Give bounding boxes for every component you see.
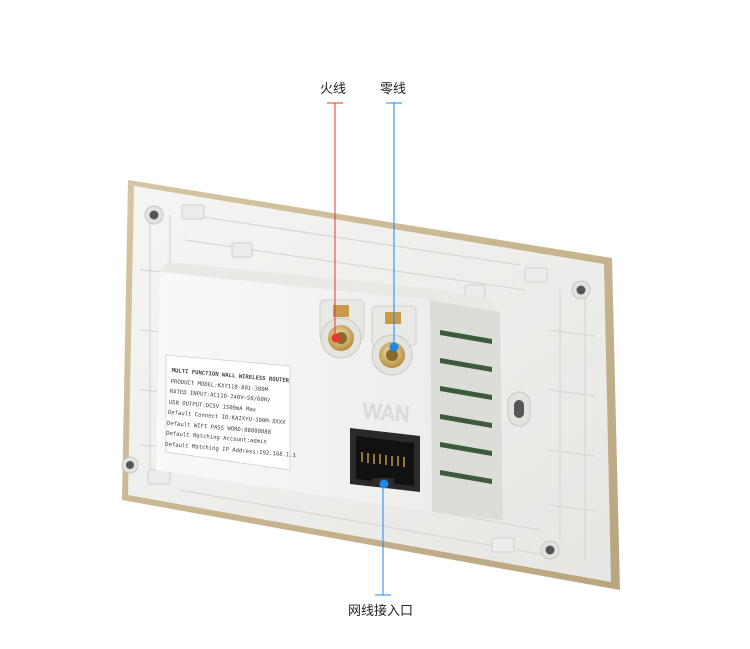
network-port-label: 网线接入口 — [348, 604, 414, 619]
rj45-port — [350, 428, 420, 492]
live-wire-callout — [327, 102, 343, 343]
neutral-wire-callout — [386, 102, 402, 352]
network-port-callout — [375, 479, 391, 596]
network-port-marker — [379, 479, 389, 489]
neutral-wire-marker — [389, 342, 399, 352]
product-label — [165, 354, 291, 471]
wan-marking: WAN — [362, 399, 411, 426]
live-terminal — [319, 299, 365, 359]
live-wire-label: 火线 — [320, 82, 347, 97]
neutral-wire-label: 零线 — [380, 82, 407, 97]
router-module: WAN — [156, 262, 503, 520]
product-label-text: MULTI FUNCTION WALL WIRELESS ROUTER PROD… — [165, 366, 296, 460]
live-wire-marker — [331, 333, 341, 343]
vent-slots — [440, 330, 492, 484]
